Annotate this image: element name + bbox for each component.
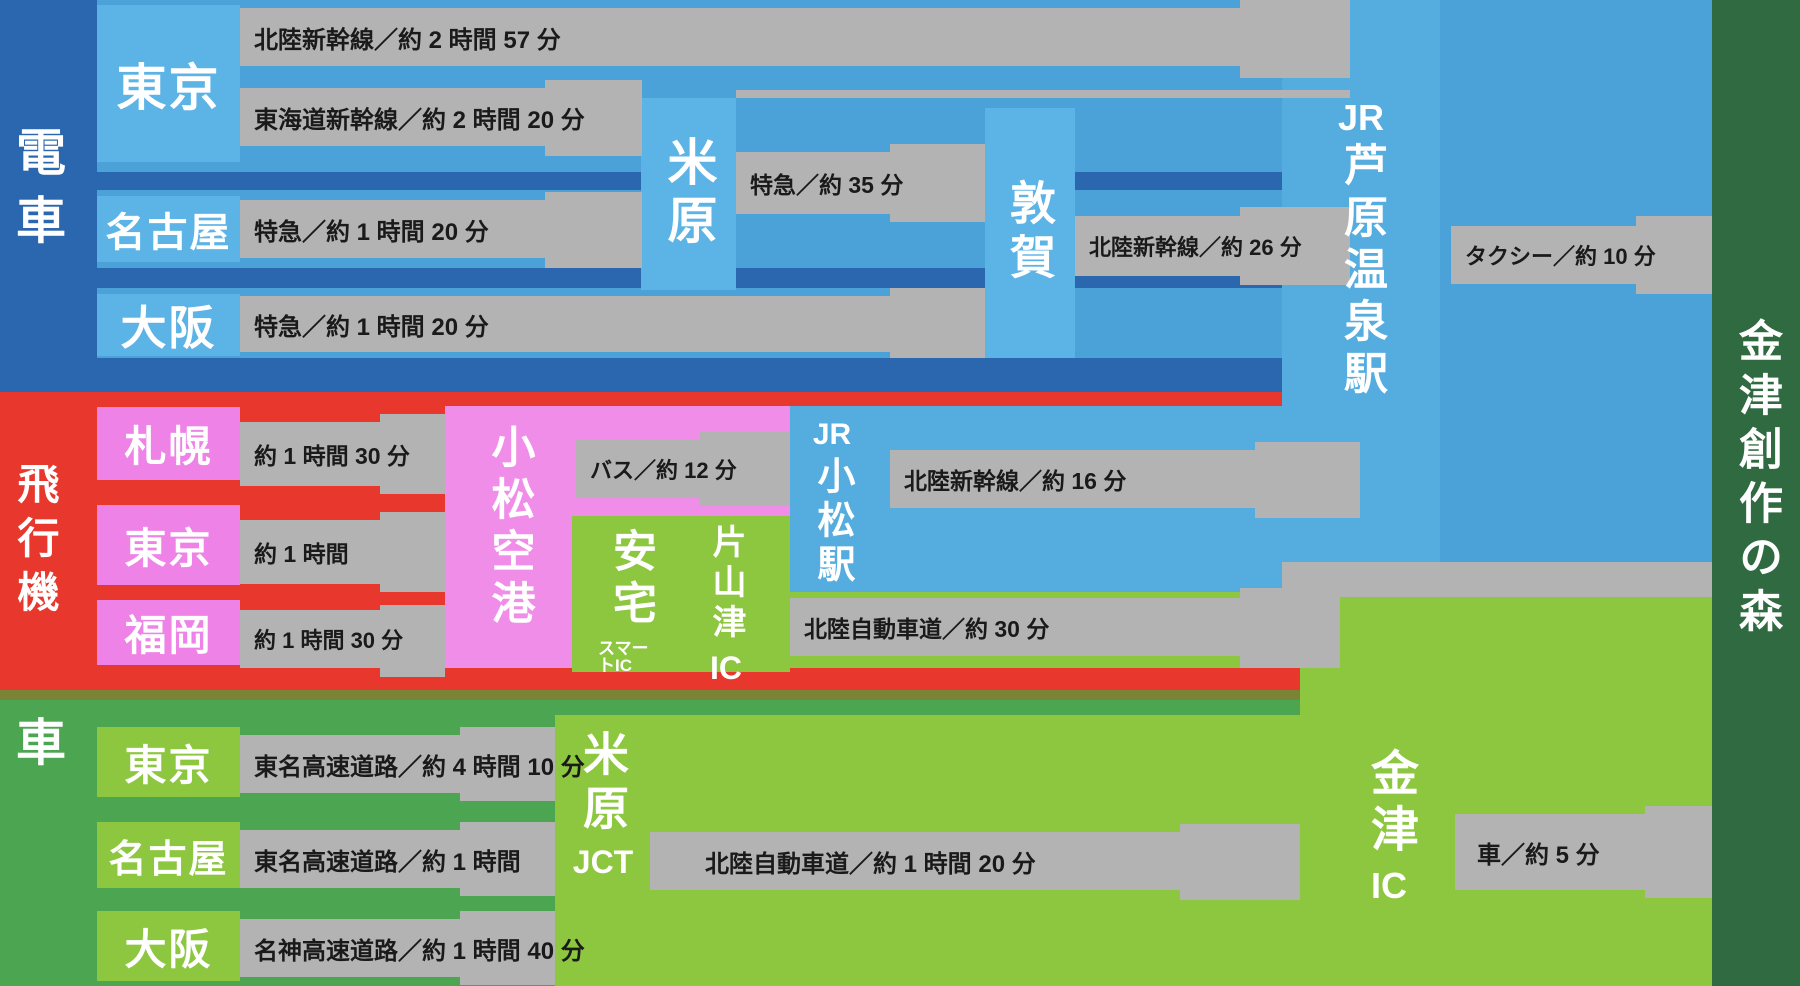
route-bar-nagoya-express: 特急／約 1 時間 20 分	[240, 200, 545, 258]
station-maibara-box: 米原	[641, 98, 736, 290]
ataka-suffix: スマートIC	[598, 639, 649, 675]
kanazu-ic-upper-box	[1300, 597, 1712, 717]
station-katayamazu-ic: 片山津 IC	[694, 524, 758, 684]
station-tsuruga-box: 敦賀	[985, 108, 1075, 358]
olive-divider-line	[0, 690, 1340, 700]
route-bar-endcap	[700, 432, 790, 506]
route-bar-flight-fukuoka: 約 1 時間 30 分	[240, 610, 403, 668]
route-bar-endcap	[1645, 806, 1712, 898]
route-bar-endcap	[1255, 442, 1360, 518]
route-bar-endcap	[890, 144, 985, 222]
train-city-tokyo: 東京	[97, 5, 240, 162]
section-label-train: 電車	[9, 126, 65, 262]
section-label-car: 車	[9, 716, 65, 774]
station-jr-komatsu: JR 小松駅	[800, 418, 864, 589]
route-bar-car-5min: 車／約 5 分	[1455, 814, 1645, 890]
train-left-strip	[0, 0, 97, 358]
station-kanazu-ic: 金津 IC	[1354, 748, 1424, 904]
route-bar-endcap	[380, 605, 445, 677]
station-awara-onsen: JR 芦原温泉駅	[1282, 97, 1440, 403]
route-bar-meishin-osaka: 名神高速道路／約 1 時間 40 分	[240, 919, 585, 977]
route-thin-line	[736, 90, 1350, 98]
route-bar-endcap	[460, 727, 555, 801]
komatsu-airport-column	[445, 406, 572, 668]
route-bar-hokuriku-shinkansen: 北陸新幹線／約 2 時間 57 分	[240, 8, 1240, 66]
route-bar-endcap	[545, 80, 642, 156]
route-bar-endcap	[1240, 207, 1350, 285]
route-bar-endcap	[460, 911, 555, 985]
ataka-name: 安宅	[606, 528, 655, 632]
katayamazu-name: 片山津	[707, 524, 745, 644]
route-bar-maibara-express: 特急／約 35 分	[736, 152, 903, 214]
route-bar-endcap	[1636, 216, 1712, 294]
route-bar-endcap	[380, 512, 445, 592]
train-bottom-band	[0, 358, 1282, 392]
interchange-box	[572, 516, 790, 672]
kanazu-ic-suffix: IC	[1371, 865, 1407, 906]
route-bar-expressway-30: 北陸自動車道／約 30 分	[790, 598, 1240, 656]
route-bar-flight-sapporo: 約 1 時間 30 分	[240, 422, 410, 486]
kanazu-ic-name: 金津	[1363, 748, 1416, 860]
route-bar-shinkansen-16: 北陸新幹線／約 16 分	[890, 450, 1255, 508]
route-bar-tsuruga-shinkansen: 北陸新幹線／約 26 分	[1075, 216, 1302, 276]
route-bar-osaka-express: 特急／約 1 時間 20 分	[240, 296, 890, 352]
air-city-sapporo: 札幌	[97, 407, 240, 480]
komatsu-station-prefix: JR	[812, 418, 852, 451]
station-awara-prefix: JR	[1337, 97, 1385, 138]
route-bar-hokuriku-expressway: 北陸自動車道／約 1 時間 20 分	[650, 832, 1180, 890]
route-bar-tomei-tokyo: 東名高速道路／約 4 時間 10 分	[240, 735, 585, 793]
route-bar-tokaido-shinkansen: 東海道新幹線／約 2 時間 20 分	[240, 88, 585, 146]
route-bar-endcap	[380, 414, 445, 494]
route-bar-endcap	[460, 822, 555, 896]
komatsu-station-name: 小松駅	[811, 456, 853, 588]
route-bar-endcap	[545, 192, 642, 268]
car-city-tokyo: 東京	[97, 727, 240, 797]
train-city-osaka: 大阪	[97, 294, 240, 356]
destination-bar	[1712, 0, 1800, 986]
maibara-jct-suffix: JCT	[572, 844, 634, 880]
route-bar-endcap	[1180, 824, 1300, 900]
katayamazu-suffix: IC	[710, 650, 742, 686]
route-bar-endcap	[1240, 588, 1340, 668]
air-city-tokyo: 東京	[97, 505, 240, 585]
route-bar-flight-tokyo: 約 1 時間	[240, 520, 380, 584]
station-komatsu-airport: 小松空港	[484, 424, 534, 632]
section-label-airplane: 飛行機	[12, 462, 59, 624]
maibara-jct-name: 米原	[577, 730, 629, 838]
station-ataka-smart-ic: 安宅 スマートIC	[598, 528, 662, 674]
route-bar-endcap	[890, 288, 985, 358]
route-bar-endcap	[1240, 0, 1350, 78]
station-maibara-jct: 米原 JCT	[563, 730, 643, 878]
train-city-nagoya: 名古屋	[97, 196, 240, 262]
route-bar-bus: バス／約 12 分	[576, 440, 737, 498]
destination-label: 金津創作の森	[1732, 318, 1781, 642]
car-city-osaka: 大阪	[97, 911, 240, 981]
station-awara-name: 芦原温泉駅	[1337, 142, 1386, 402]
route-bar-taxi: タクシー／約 10 分	[1451, 226, 1656, 284]
air-city-fukuoka: 福岡	[97, 600, 240, 665]
route-bar-tomei-nagoya: 東名高速道路／約 1 時間	[240, 830, 521, 888]
car-city-nagoya: 名古屋	[97, 822, 240, 888]
